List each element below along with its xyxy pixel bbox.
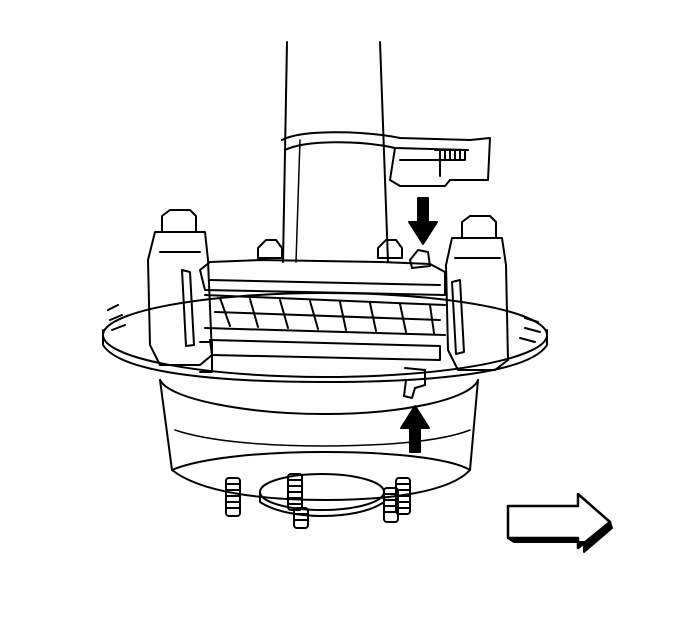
down-arrow-icon — [408, 197, 438, 245]
hose-bracket — [281, 131, 491, 187]
caliper-left — [147, 209, 213, 366]
wheel-hub — [159, 379, 479, 517]
wheel-stud — [395, 477, 411, 515]
sensor-tab — [409, 249, 431, 269]
wheel-stud — [225, 477, 241, 517]
wheel-stud — [287, 473, 303, 511]
direction-arrow-icon — [506, 492, 613, 553]
caliper-right — [445, 215, 509, 371]
caliper-bolt-right — [377, 239, 403, 259]
wheel-studs — [225, 473, 411, 529]
caliper-bolt-left — [257, 239, 283, 259]
strut-tube — [282, 41, 389, 263]
pad-retainer-clip — [199, 341, 426, 399]
wheel-stud — [293, 507, 309, 529]
brake-rotor — [102, 292, 548, 383]
brake-pad — [199, 259, 446, 361]
up-arrow-icon — [400, 405, 430, 453]
wheel-stud — [383, 487, 399, 523]
